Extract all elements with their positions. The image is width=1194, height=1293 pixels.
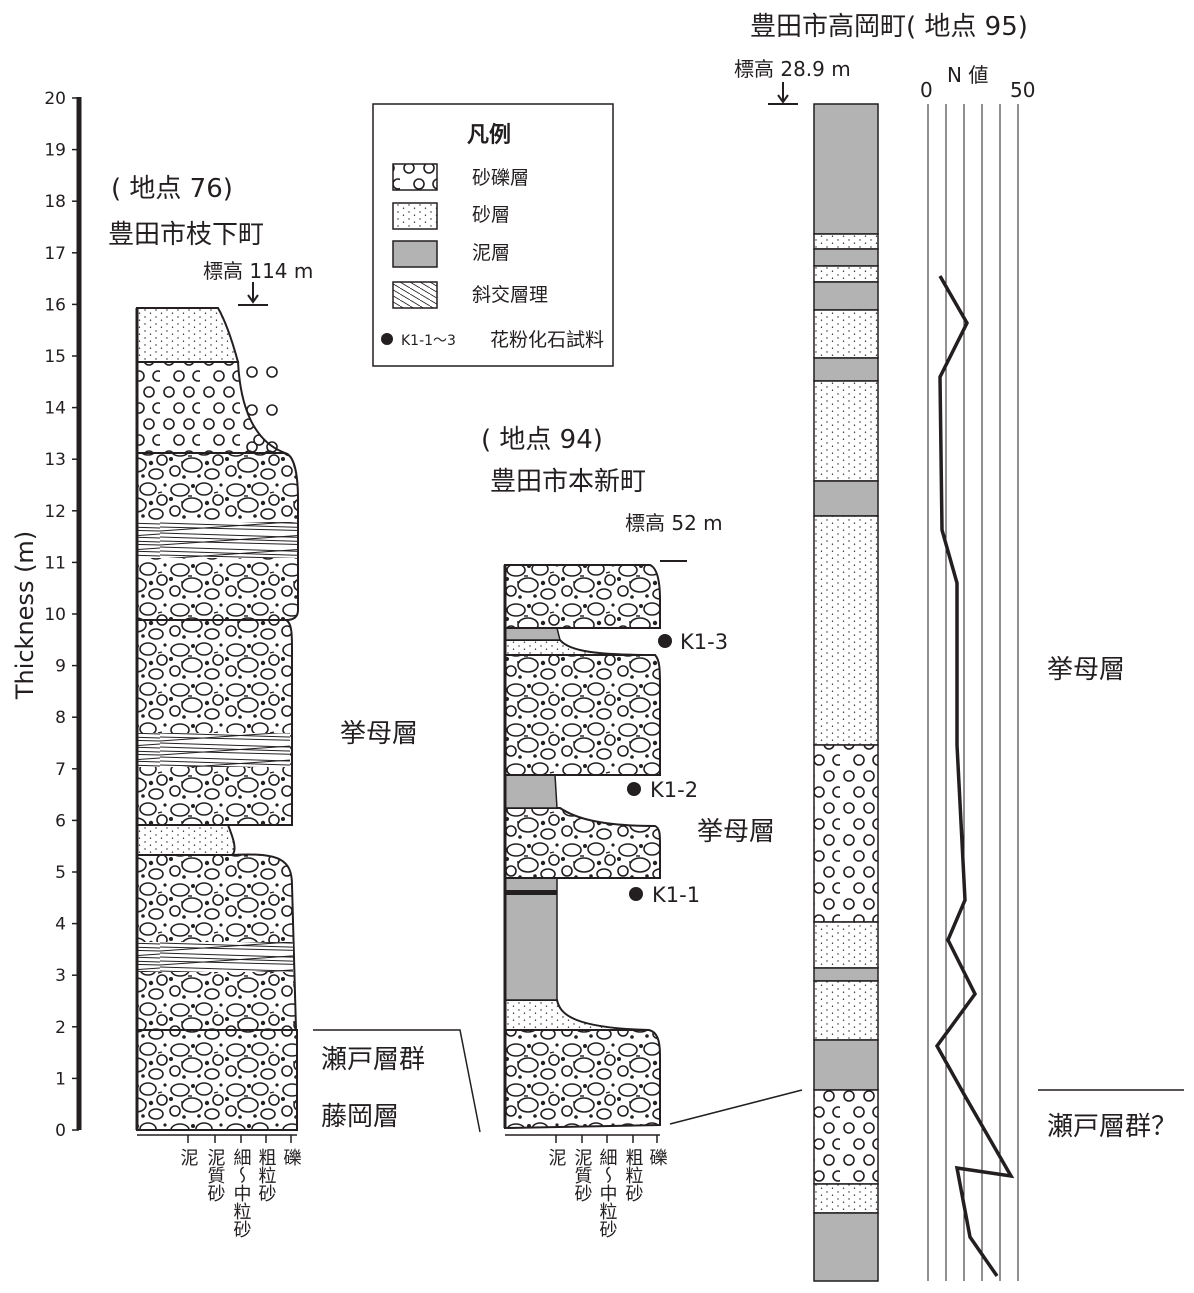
sample-k11-label: K1-1: [652, 883, 700, 907]
site94-grain-scale: [505, 1135, 660, 1143]
site95-elevation: 標高 28.9 m: [734, 57, 851, 81]
legend-sample-label: 花粉化石試料: [490, 329, 604, 351]
site76-number: ( 地点 76): [111, 174, 233, 204]
axis-tick-label: 15: [44, 347, 66, 367]
site76-grain-mud: 泥: [178, 1148, 199, 1166]
site76-unit-sand-top: [137, 308, 238, 362]
legend-sand-label: 砂層: [472, 204, 510, 226]
site94-unit-dark-bed: [505, 890, 557, 895]
site94-grain-mud: 泥: [546, 1148, 567, 1166]
site76-unit-fujioka-gravel: [137, 1030, 297, 1130]
site76-grain-gravel: 礫: [281, 1148, 302, 1166]
axis-tick-label: 9: [55, 657, 66, 677]
site76-unit-pebble-cross: [137, 362, 285, 453]
axis-tick-label: 18: [44, 192, 66, 212]
axis-tick-label: 3: [55, 966, 66, 986]
site94-place: 豊田市本新町: [490, 467, 646, 497]
axis-tick-label: 13: [44, 450, 66, 470]
site94-formation: 挙母層: [697, 817, 775, 847]
site94-unit-gravel-middle: [505, 655, 660, 775]
legend-gravel-label: 砂礫層: [472, 167, 529, 189]
n-value-tick-50: 50: [1010, 78, 1035, 102]
site76-grain-scale: [137, 1135, 297, 1143]
site94-grain-fine-medium-sand: 細〜中粒砂: [597, 1148, 618, 1238]
legend-sand-swatch: [393, 203, 437, 229]
site76-group-lower: 瀬戸層群: [321, 1045, 425, 1075]
sample-k13-label: K1-3: [680, 630, 728, 654]
axis-tick-label: 10: [44, 605, 66, 625]
site76-elevation: 標高 114 m: [203, 259, 313, 283]
site94-unit-sand-low: [505, 1000, 649, 1030]
site76-unit-cross-middle: [137, 733, 290, 767]
legend-cross-swatch: [393, 282, 437, 308]
legend-title: 凡例: [467, 123, 511, 148]
axis-tick-label: 16: [44, 295, 66, 315]
axis-tick-label: 19: [44, 141, 66, 161]
axis-tick-label: 1: [55, 1069, 66, 1089]
n-value-label: N 値: [947, 63, 988, 87]
site76-place: 豊田市枝下町: [108, 220, 264, 250]
site95-group-lower: 瀬戸層群？: [1047, 1112, 1177, 1142]
site76-elevation-arrow: [238, 282, 268, 305]
site94-unit-gravel-lowest: [505, 1030, 660, 1128]
site76-unit-cross-lower: [137, 942, 293, 972]
legend: 凡例 砂礫層 砂層 泥層 斜交層理 K1-1〜3 花粉化石試料: [373, 104, 613, 366]
axis-tick-label: 2: [55, 1018, 66, 1038]
site94-grain-muddy-sand: 泥質砂: [572, 1148, 593, 1202]
axis-tick-label: 5: [55, 863, 66, 883]
site76-grain-coarse-sand: 粗粒砂: [256, 1148, 277, 1202]
site94-grain-coarse-sand: 粗粒砂: [623, 1148, 644, 1202]
axis-tick-label: 14: [44, 399, 66, 419]
site94-column: ( 地点 94) 豊田市本新町 標高 52 m K1-3 K1-2 K1-1 挙…: [481, 425, 775, 1238]
sample-k12-dot: [627, 782, 641, 796]
axis-tick-label: 17: [44, 244, 66, 264]
site76-unit-sand-mid: [137, 825, 235, 855]
site94-unit-sand-k13: [505, 640, 655, 655]
site95-title: 豊田市高岡町( 地点 95): [750, 12, 1028, 42]
site95-elevation-arrow: [768, 82, 798, 104]
site94-unit-gravel-top: [505, 565, 660, 628]
site95-borehole: [814, 104, 878, 1281]
site94-unit-mud-k12: [505, 775, 557, 808]
n-value-tick-0: 0: [920, 78, 933, 102]
sample-k13-dot: [658, 634, 672, 648]
legend-mud-label: 泥層: [472, 242, 510, 264]
site94-grain-gravel: 礫: [647, 1148, 668, 1166]
site76-formation-lower: 藤岡層: [321, 1102, 399, 1132]
site76-grain-muddy-sand: 泥質砂: [205, 1148, 226, 1202]
site94-unit-mud-k13: [505, 628, 560, 640]
site95-formation-upper: 挙母層: [1047, 655, 1125, 685]
axis-tick-label: 6: [55, 811, 66, 831]
axis-tick-label: 8: [55, 708, 66, 728]
site94-unit-gravel-k11: [505, 808, 660, 878]
legend-cross-label: 斜交層理: [472, 284, 548, 306]
site76-grain-fine-medium-sand: 細〜中粒砂: [231, 1148, 252, 1238]
sample-k11-dot: [629, 887, 643, 901]
axis-tick-label: 12: [44, 502, 66, 522]
axis-tick-label: 7: [55, 760, 66, 780]
site94-number: ( 地点 94): [481, 425, 603, 455]
legend-sample-code: K1-1〜3: [401, 333, 456, 349]
legend-sample-dot: [381, 333, 393, 345]
axis-tick-label: 20: [44, 89, 66, 109]
site94-unit-mud-thick: [505, 878, 557, 1000]
legend-mud-swatch: [393, 241, 437, 267]
legend-gravel-swatch: [393, 164, 437, 190]
site76-formation-upper: 挙母層: [340, 719, 418, 749]
axis-tick-label: 4: [55, 915, 66, 935]
site76-unit-cross-upper: [137, 522, 297, 558]
axis-tick-label: 11: [44, 553, 66, 573]
sample-k12-label: K1-2: [650, 778, 698, 802]
site94-elevation: 標高 52 m: [625, 511, 723, 535]
thickness-axis-label: Thickness (m): [11, 531, 39, 700]
axis-tick-label: 0: [55, 1121, 66, 1141]
site76-unit-gravel-middle: [137, 620, 292, 825]
